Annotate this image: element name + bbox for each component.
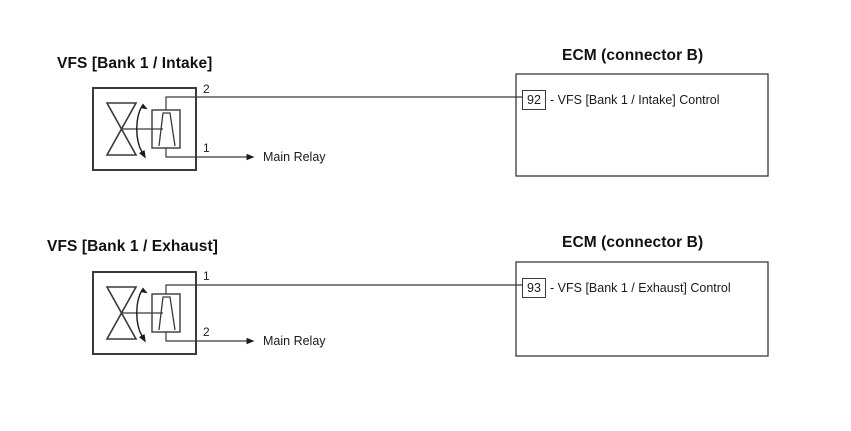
ecm-pin-separator-exhaust: - <box>550 281 555 295</box>
pin-label-intake-bottom: 1 <box>203 141 210 155</box>
ecm-pin-description-intake: - VFS [Bank 1 / Intake] Control <box>550 94 720 107</box>
valve-orifice-icon-exhaust <box>105 286 138 340</box>
vfs-exhaust-title: VFS [Bank 1 / Exhaust] <box>47 238 219 255</box>
pin-label-exhaust-bottom: 2 <box>203 325 210 339</box>
ecm-title-intake: ECM (connector B) <box>562 47 704 64</box>
vfs-intake-enclosure <box>92 87 197 171</box>
vfs-intake-symbol-group <box>92 87 197 171</box>
ecm-box-exhaust <box>515 261 769 357</box>
ecm-pin-description-exhaust: - VFS [Bank 1 / Exhaust] Control <box>550 282 731 295</box>
ecm-terminal-box-intake <box>522 90 546 110</box>
solenoid-coil-icon-exhaust <box>158 296 176 331</box>
pin-label-intake-top: 2 <box>203 82 210 96</box>
proportional-arc-intake <box>136 103 148 159</box>
ecm-terminal-box-exhaust <box>522 278 546 298</box>
ecm-pin-separator-intake: - <box>550 93 555 107</box>
proportional-arc-exhaust <box>136 287 148 343</box>
ecm-pin-number-intake: 92 <box>527 93 541 107</box>
pin-label-exhaust-top: 1 <box>203 269 210 283</box>
vfs-exhaust-enclosure <box>92 271 197 355</box>
vfs-intake-title: VFS [Bank 1 / Intake] <box>57 55 213 72</box>
ecm-pin-desc-text-exhaust: VFS [Bank 1 / Exhaust] Control <box>557 281 731 295</box>
main-relay-label-exhaust: Main Relay <box>263 334 326 348</box>
main-relay-label-intake: Main Relay <box>263 150 326 164</box>
ecm-box-intake <box>515 73 769 177</box>
coil-lead-top-intake <box>165 96 196 110</box>
ecm-pin-number-exhaust: 93 <box>527 281 541 295</box>
coil-lead-top-exhaust <box>165 284 196 294</box>
vfs-exhaust-symbol-group <box>92 271 197 355</box>
solenoid-coil-icon-intake <box>158 112 176 147</box>
coil-lead-bottom-intake <box>165 148 196 158</box>
coil-lead-bottom-exhaust <box>165 332 196 342</box>
ecm-pin-desc-text-intake: VFS [Bank 1 / Intake] Control <box>557 93 720 107</box>
valve-orifice-icon-intake <box>105 102 138 156</box>
ecm-title-exhaust: ECM (connector B) <box>562 234 704 251</box>
